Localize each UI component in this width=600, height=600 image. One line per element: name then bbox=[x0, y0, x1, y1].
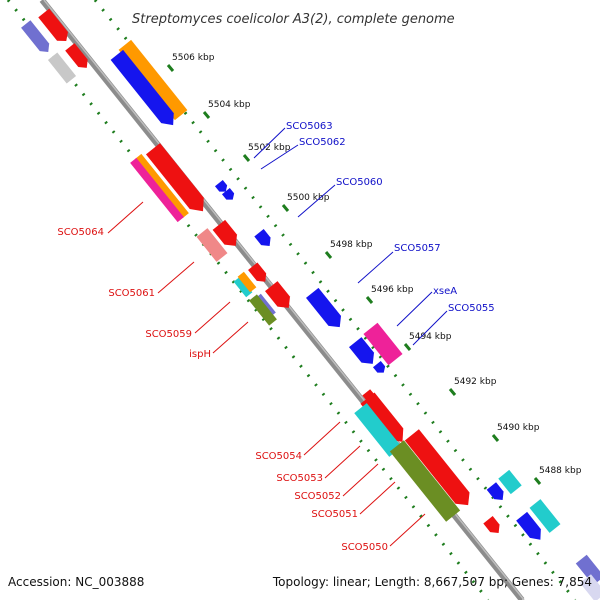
kbp-tick-mark bbox=[533, 477, 542, 485]
gene-label-forward[interactable]: SCO5057 bbox=[394, 243, 441, 254]
gene-arrow-red[interactable] bbox=[212, 219, 242, 251]
gene-label-reverse[interactable]: SCO5051 bbox=[311, 509, 358, 520]
gene-label-reverse[interactable]: SCO5059 bbox=[145, 329, 192, 340]
kbp-tick-label: 5498 kbp bbox=[330, 240, 373, 250]
gene-features bbox=[21, 8, 600, 600]
kbp-tick-mark bbox=[242, 154, 251, 162]
gene-arrow-red[interactable] bbox=[360, 392, 409, 448]
gene-arrow-cyan[interactable] bbox=[354, 403, 402, 457]
gene-arrow-orange[interactable] bbox=[237, 271, 257, 293]
gene-arrow-red[interactable] bbox=[145, 143, 210, 217]
gene-label-forward[interactable]: SCO5060 bbox=[336, 177, 383, 188]
kbp-tick-mark bbox=[403, 343, 412, 351]
gene-arrow-red[interactable] bbox=[38, 8, 71, 46]
gene-arrow-red[interactable] bbox=[65, 43, 91, 72]
gene-arrow-red[interactable] bbox=[248, 262, 270, 285]
gene-arrow-pink[interactable] bbox=[196, 228, 228, 262]
kbp-tick-mark bbox=[448, 388, 457, 396]
gene-arrow-blue[interactable] bbox=[516, 511, 546, 544]
gene-label-reverse[interactable]: SCO5061 bbox=[108, 288, 155, 299]
kbp-tick-label: 5502 kbp bbox=[248, 143, 291, 153]
gene-arrow-blue[interactable] bbox=[214, 179, 230, 195]
gene-arrow-magenta[interactable] bbox=[363, 322, 403, 366]
kbp-tick-label: 5496 kbp bbox=[371, 285, 414, 295]
map-title: Streptomyces coelicolor A3(2), complete … bbox=[132, 12, 455, 27]
genome-info-text: Topology: linear; Length: 8,667,507 bp; … bbox=[272, 575, 592, 589]
gene-arrow-red[interactable] bbox=[483, 516, 503, 537]
kbp-tick-mark bbox=[281, 204, 290, 212]
gene-label-reverse[interactable]: SCO5052 bbox=[294, 491, 341, 502]
gene-arrow-gray[interactable] bbox=[580, 574, 600, 600]
kbp-tick-label: 5506 kbp bbox=[172, 53, 215, 63]
gene-arrow-red[interactable] bbox=[404, 429, 475, 510]
gene-label-reverse[interactable]: SCO5053 bbox=[276, 473, 323, 484]
gene-arrow-orange[interactable] bbox=[118, 39, 188, 121]
label-leader-lines bbox=[107, 127, 448, 547]
left-guide-line bbox=[6, 0, 490, 600]
gene-arrow-orange[interactable] bbox=[135, 153, 189, 219]
kbp-tick-mark bbox=[491, 434, 500, 442]
gene-arrow-blue[interactable] bbox=[349, 337, 379, 369]
gene-label-forward[interactable]: SCO5062 bbox=[299, 137, 346, 148]
gene-arrow-olive[interactable] bbox=[249, 294, 277, 326]
kbp-tick-label: 5494 kbp bbox=[409, 332, 452, 342]
gene-arrow-purple[interactable] bbox=[575, 554, 600, 586]
gene-arrow-purple[interactable] bbox=[21, 20, 53, 56]
gene-label-forward[interactable]: SCO5063 bbox=[286, 121, 333, 132]
gene-arrow-blue[interactable] bbox=[486, 482, 508, 504]
gene-arrow-gray[interactable] bbox=[47, 52, 77, 84]
gene-label-reverse[interactable]: SCO5054 bbox=[255, 451, 302, 462]
kbp-tick-mark bbox=[202, 111, 211, 119]
kbp-tick-mark bbox=[324, 251, 333, 259]
kbp-tick-mark bbox=[365, 296, 374, 304]
gene-label-reverse[interactable]: SCO5064 bbox=[57, 227, 104, 238]
kbp-ticks: 5506 kbp 5504 kbp 5502 kbp 5500 kbp 5498 kbp… bbox=[166, 53, 582, 485]
gene-label-reverse[interactable]: ispH bbox=[189, 349, 211, 360]
gene-arrow-cyan[interactable] bbox=[498, 469, 522, 495]
gene-arrow-blue[interactable] bbox=[221, 187, 237, 203]
kbp-tick-label: 5488 kbp bbox=[539, 466, 582, 476]
gene-arrow-cyan[interactable] bbox=[233, 276, 253, 298]
kbp-tick-label: 5504 kbp bbox=[208, 100, 251, 110]
accession-text: Accession: NC_003888 bbox=[8, 575, 144, 589]
gene-arrow-purple[interactable] bbox=[256, 293, 276, 317]
gene-arrow-blue[interactable] bbox=[372, 360, 388, 376]
right-guide-line bbox=[93, 0, 577, 600]
dotted-guide-lines bbox=[6, 0, 577, 600]
gene-arrow-red[interactable] bbox=[265, 281, 295, 313]
gene-arrow-olive[interactable] bbox=[389, 440, 461, 522]
gene-arrow-magenta[interactable] bbox=[130, 157, 184, 223]
kbp-tick-mark bbox=[166, 64, 175, 72]
gene-arrow-blue[interactable] bbox=[110, 49, 180, 130]
gene-arrow-blue[interactable] bbox=[306, 287, 346, 332]
gene-arrow-cyan[interactable] bbox=[529, 499, 561, 533]
gene-label-forward[interactable]: xseA bbox=[433, 286, 457, 297]
gene-arrow-blue[interactable] bbox=[254, 229, 274, 250]
kbp-tick-label: 5490 kbp bbox=[497, 423, 540, 433]
gene-label-forward[interactable]: SCO5055 bbox=[448, 303, 495, 314]
kbp-tick-label: 5500 kbp bbox=[287, 193, 330, 203]
gene-labels: SCO5063 SCO5062 SCO5060 SCO5057 xseA SCO… bbox=[57, 121, 494, 553]
kbp-tick-label: 5492 kbp bbox=[454, 377, 497, 387]
gene-label-reverse[interactable]: SCO5050 bbox=[341, 542, 388, 553]
